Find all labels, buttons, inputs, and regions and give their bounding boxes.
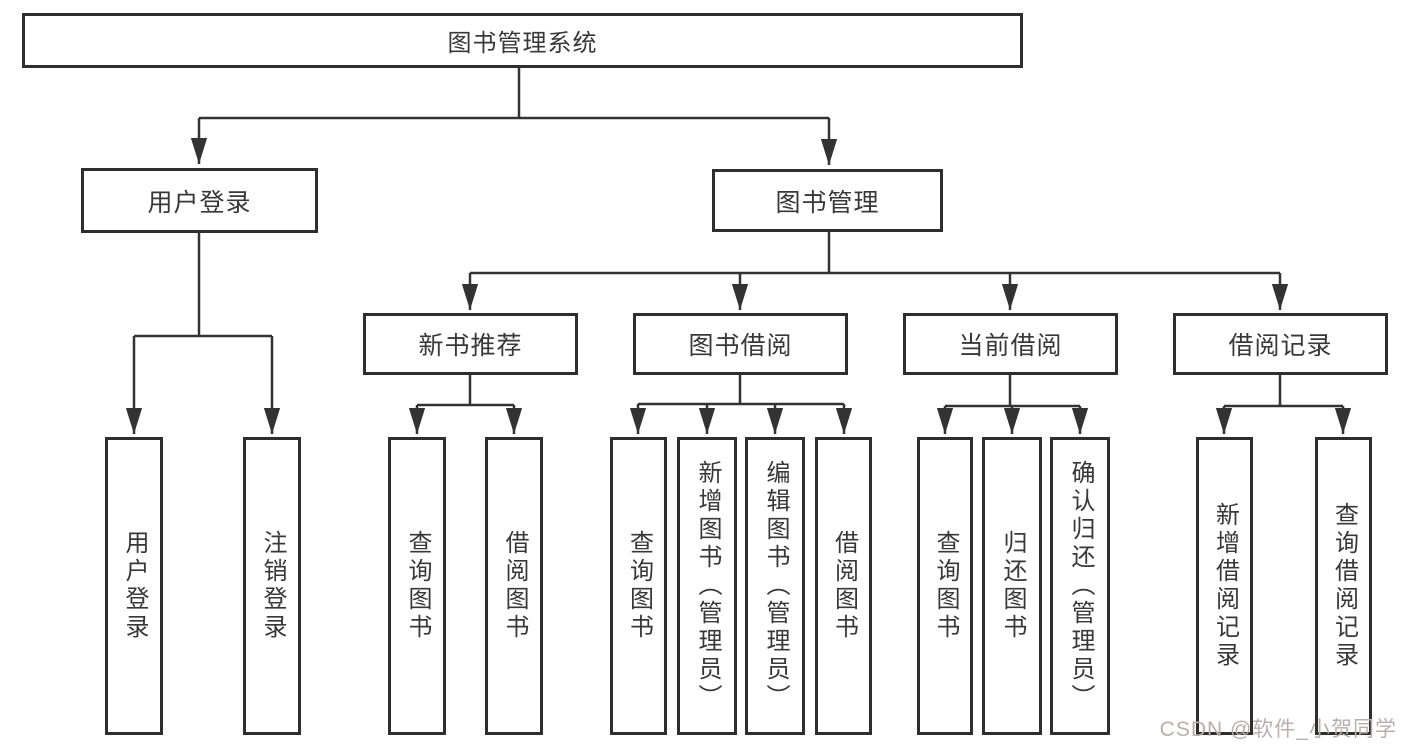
leaf-cb-query-book-label: 查询图书 — [932, 530, 959, 642]
node-current-borrow-label: 当前借阅 — [958, 332, 1063, 360]
leaf-br-query-record-label: 查询借阅记录 — [1330, 502, 1358, 670]
node-borrow-record: 借阅记录 — [1173, 313, 1388, 375]
leaf-bb-borrow-book: 借阅图书 — [815, 437, 872, 735]
leaf-cb-query-book: 查询图书 — [917, 437, 973, 735]
leaf-cb-confirm-return-admin-label: 确认归还（管理员） — [1067, 460, 1094, 712]
leaf-bb-edit-book-admin-label: 编辑图书（管理员） — [762, 460, 789, 712]
leaf-cb-confirm-return-admin: 确认归还（管理员） — [1050, 437, 1110, 735]
node-book-management-label: 图书管理 — [775, 188, 880, 217]
leaf-logout-label: 注销登录 — [259, 530, 286, 642]
leaf-user-login: 用户登录 — [105, 437, 163, 735]
node-new-book-recommend-label: 新书推荐 — [418, 332, 523, 360]
leaf-user-login-label: 用户登录 — [121, 530, 148, 642]
csdn-watermark: CSDN @软件_小贺同学 — [1159, 718, 1397, 741]
leaf-bb-query-book: 查询图书 — [610, 437, 667, 735]
node-book-management: 图书管理 — [712, 169, 943, 232]
connector-book-borrow — [638, 375, 844, 406]
node-book-borrow-label: 图书借阅 — [688, 332, 793, 360]
node-root-system: 图书管理系统 — [22, 13, 1023, 68]
node-borrow-record-label: 借阅记录 — [1228, 332, 1333, 360]
leaf-bb-add-book-admin: 新增图书（管理员） — [677, 437, 737, 735]
leaf-nb-query-book-label: 查询图书 — [404, 530, 431, 642]
leaf-cb-return-book-label: 归还图书 — [999, 530, 1026, 642]
connector-new-book — [417, 375, 514, 407]
leaf-logout: 注销登录 — [243, 437, 301, 735]
leaf-nb-query-book: 查询图书 — [388, 437, 446, 735]
leaf-nb-borrow-book-label: 借阅图书 — [501, 530, 528, 642]
leaf-nb-borrow-book: 借阅图书 — [485, 437, 543, 735]
node-book-borrow: 图书借阅 — [633, 313, 848, 375]
connector-root-stem — [199, 68, 829, 120]
leaf-cb-return-book: 归还图书 — [982, 437, 1042, 735]
node-current-borrow: 当前借阅 — [903, 313, 1118, 375]
leaf-br-query-record: 查询借阅记录 — [1315, 437, 1372, 735]
connector-book-mgmt — [470, 232, 1280, 275]
leaf-bb-edit-book-admin: 编辑图书（管理员） — [745, 437, 805, 735]
connector-current-borrow — [945, 375, 1080, 408]
node-user-login-label: 用户登录 — [147, 188, 252, 217]
leaf-br-add-record-label: 新增借阅记录 — [1211, 502, 1239, 670]
leaf-bb-borrow-book-label: 借阅图书 — [830, 530, 858, 642]
node-new-book-recommend: 新书推荐 — [363, 313, 578, 375]
connector-user-login — [134, 233, 272, 338]
leaf-bb-query-book-label: 查询图书 — [625, 530, 653, 642]
node-user-login: 用户登录 — [81, 168, 318, 233]
leaf-br-add-record: 新增借阅记录 — [1196, 437, 1253, 735]
leaf-bb-add-book-admin-label: 新增图书（管理员） — [694, 460, 721, 712]
connector-borrow-record — [1224, 375, 1343, 408]
node-root-system-label: 图书管理系统 — [447, 30, 598, 57]
